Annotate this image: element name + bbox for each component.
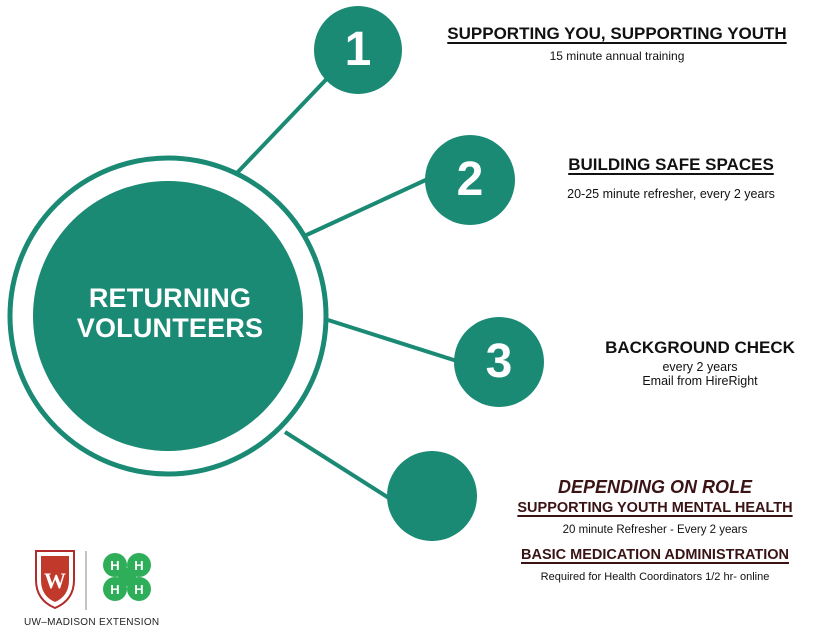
step-2-detail: 20-25 minute refresher, every 2 years <box>567 187 775 201</box>
role-item-1-detail: 20 minute Refresher - Every 2 years <box>562 524 748 536</box>
role-text: DEPENDING ON ROLE SUPPORTING YOUTH MENTA… <box>494 477 816 583</box>
four-h-clover-icon: H H H H <box>103 553 151 601</box>
connector-line-4 <box>283 430 394 502</box>
connector-line-3 <box>327 318 461 364</box>
role-item-1-title: SUPPORTING YOUTH MENTAL HEALTH <box>517 500 793 516</box>
connector-line-2 <box>299 176 431 240</box>
step-circle-3 <box>454 317 544 407</box>
step-circle-4 <box>387 451 477 541</box>
step-circle-2 <box>425 135 515 225</box>
crest-letter: W <box>44 568 66 593</box>
center-title: RETURNING VOLUNTEERS <box>76 283 264 343</box>
uw-crest-icon: W <box>35 550 75 610</box>
step-2-title: BUILDING SAFE SPACES <box>568 155 774 174</box>
step-3-text: BACKGROUND CHECK every 2 years Email fro… <box>582 338 817 388</box>
center-circle <box>33 181 303 451</box>
step-3-detail-2: Email from HireRight <box>642 374 758 388</box>
role-item-2-title: BASIC MEDICATION ADMINISTRATION <box>521 547 789 563</box>
step-1-detail: 15 minute annual training <box>549 49 685 63</box>
svg-text:H: H <box>134 582 143 597</box>
step-3-detail-1: every 2 years <box>662 360 738 374</box>
step-3-title: BACKGROUND CHECK <box>605 338 795 357</box>
svg-text:H: H <box>134 558 143 573</box>
step-1-title: SUPPORTING YOU, SUPPORTING YOUTH <box>447 24 787 43</box>
step-1-text: SUPPORTING YOU, SUPPORTING YOUTH 15 minu… <box>418 24 816 63</box>
step-number-1: 1 <box>344 23 372 76</box>
connector-line-1 <box>233 63 342 177</box>
step-circle-1 <box>314 6 402 94</box>
step-number-3: 3 <box>485 335 513 388</box>
svg-text:H: H <box>110 558 119 573</box>
role-heading: DEPENDING ON ROLE <box>557 477 753 497</box>
role-item-2-detail: Required for Health Coordinators 1/2 hr-… <box>540 571 770 583</box>
step-number-2: 2 <box>456 153 484 206</box>
svg-text:H: H <box>110 582 119 597</box>
extension-logo-text: UW–MADISON EXTENSION <box>24 617 160 628</box>
step-2-text: BUILDING SAFE SPACES 20-25 minute refres… <box>528 155 814 201</box>
